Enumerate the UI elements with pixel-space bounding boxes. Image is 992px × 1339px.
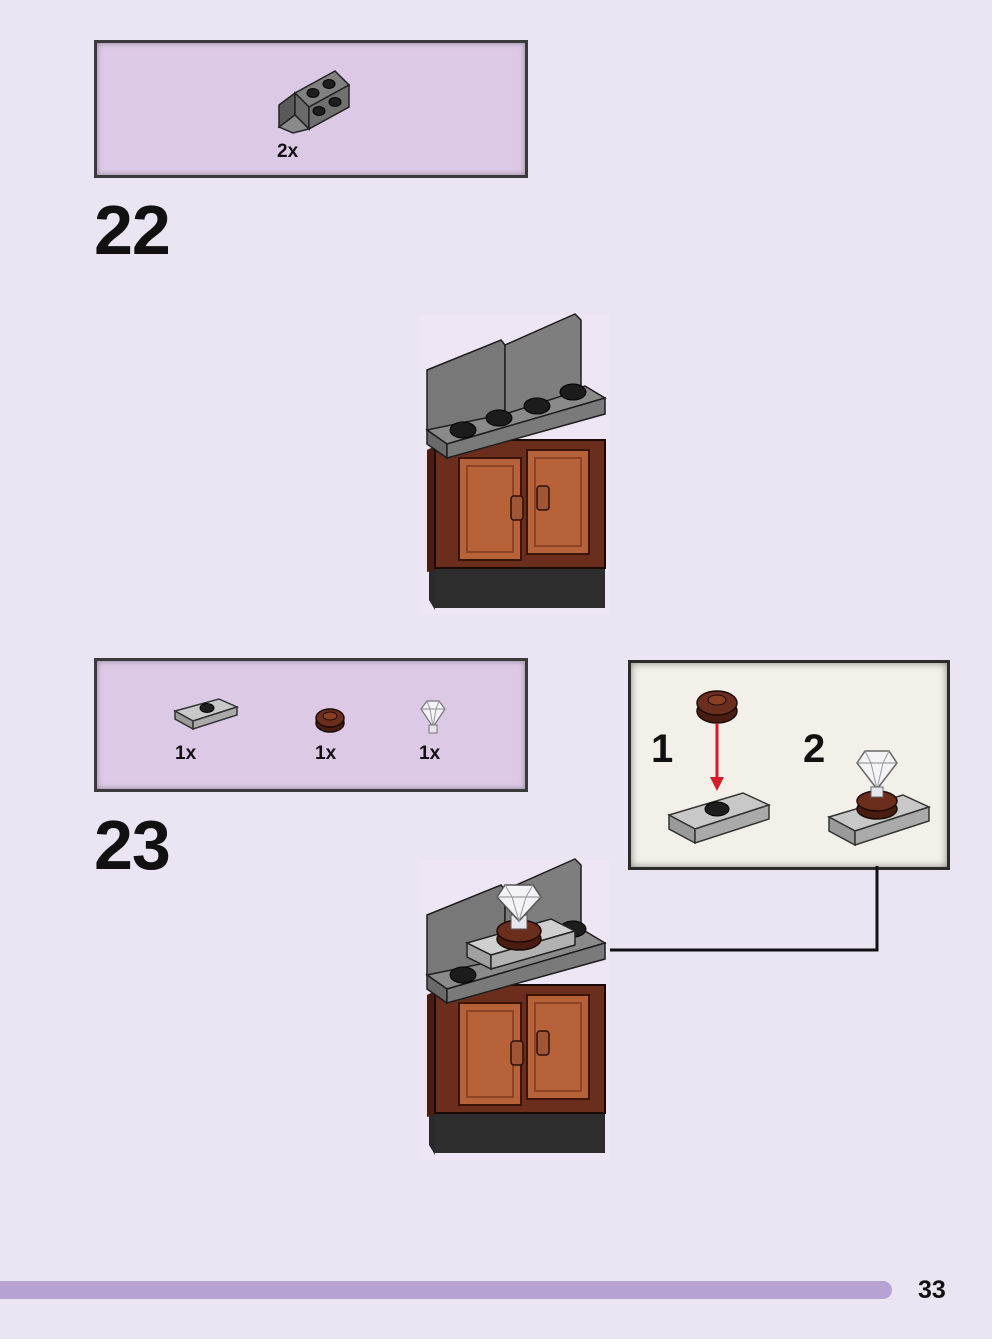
cabinet-illustration-step-23 [420, 858, 610, 1160]
bracket-plate-icon [277, 70, 351, 134]
footer-bar [0, 1281, 892, 1299]
part-quantity: 1x [175, 743, 197, 764]
part-quantity: 1x [315, 743, 337, 764]
part-quantity: 2x [277, 141, 299, 162]
parts-callout-step-23: 1x 1x 1x [94, 658, 528, 792]
sub-step-number: 2 [803, 727, 826, 771]
round-plate-icon [315, 708, 345, 733]
page-number: 33 [918, 1276, 946, 1304]
parts-callout-step-22: 2x [94, 40, 528, 178]
step-number: 23 [94, 806, 171, 884]
jumper-plate-icon [173, 698, 240, 731]
sub-step-number: 1 [651, 727, 674, 771]
sub-step-2-illustration [827, 750, 932, 847]
sub-step-1-illustration [667, 690, 772, 845]
part-quantity: 1x [419, 743, 441, 764]
sub-step-callout: 1 2 [628, 660, 950, 870]
cabinet-illustration-step-22 [420, 313, 610, 615]
diamond-icon [420, 700, 446, 734]
step-number: 22 [94, 191, 171, 269]
